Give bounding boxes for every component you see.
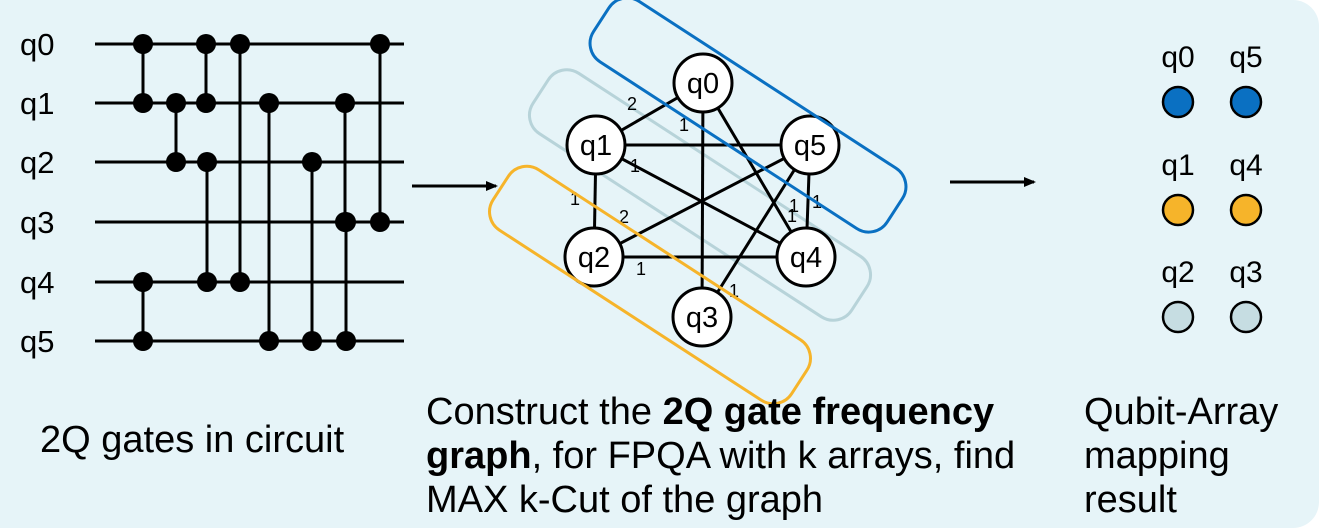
gate-q1-q2 bbox=[166, 93, 186, 172]
mapping-label-q2: q2 bbox=[1161, 256, 1194, 289]
qubit-label-q0: q0 bbox=[20, 27, 54, 62]
gate-q3-q5 bbox=[336, 212, 356, 351]
mapping-row-3: q2 q3 bbox=[1161, 256, 1263, 334]
array-orange-region bbox=[488, 164, 812, 406]
circuit-caption: 2Q gates in circuit bbox=[40, 419, 345, 461]
qubit-label-q2: q2 bbox=[20, 145, 54, 180]
mapping-dot-q4 bbox=[1229, 193, 1263, 227]
graph-caption-bold: 2Q gate frequency graph bbox=[426, 391, 995, 477]
gate-q2-q5 bbox=[302, 152, 322, 351]
graph-node-q5: q5 bbox=[779, 114, 841, 176]
mapping-row-2: q1 q4 bbox=[1161, 149, 1263, 227]
graph-node-q3: q3 bbox=[671, 286, 733, 348]
graph-node-q2: q2 bbox=[563, 226, 625, 288]
array-blue-region bbox=[588, 0, 908, 234]
array-light-region bbox=[527, 68, 873, 322]
graph-node-label-q4: q4 bbox=[790, 242, 822, 274]
edge-weight: 2 bbox=[627, 94, 637, 114]
mapping-dot-q3 bbox=[1229, 300, 1263, 334]
graph-node-label-q2: q2 bbox=[578, 242, 610, 274]
edge-weight: 1 bbox=[679, 115, 689, 135]
edge-weight: 1 bbox=[729, 281, 739, 301]
edge-weight: 1 bbox=[630, 156, 640, 176]
graph-caption-part2: , for FPQA with k arrays, find MAX k-Cut… bbox=[426, 435, 1016, 521]
gate-q0-q3 bbox=[370, 34, 390, 232]
graph-caption-part1: Construct the bbox=[426, 391, 663, 433]
gate-q1-q5 bbox=[259, 93, 279, 351]
gate-q4-q5 bbox=[133, 272, 153, 351]
edge-q0-q4 bbox=[701, 82, 808, 258]
mapping-dot-q1 bbox=[1161, 193, 1195, 227]
mapping-label-q4: q4 bbox=[1229, 149, 1262, 182]
qubit-label-q4: q4 bbox=[20, 265, 54, 300]
edge-q2-q5 bbox=[593, 143, 811, 259]
mapping-label-q0: q0 bbox=[1161, 41, 1194, 74]
edge-weight: 1 bbox=[570, 189, 580, 209]
mapping-label-q3: q3 bbox=[1229, 256, 1262, 289]
edge-weight: 2 bbox=[619, 207, 629, 227]
qubit-label-q5: q5 bbox=[20, 324, 54, 359]
qubit-label-q3: q3 bbox=[20, 205, 54, 240]
graph-node-q0: q0 bbox=[672, 52, 734, 114]
edge-weight: 1 bbox=[787, 206, 797, 226]
graph-node-label-q0: q0 bbox=[687, 68, 719, 100]
graph-node-q1: q1 bbox=[565, 114, 627, 176]
circuit-diagram: q0 q1 q2 q3 q4 q5 bbox=[20, 27, 404, 359]
mapping-label-q5: q5 bbox=[1229, 41, 1262, 74]
mapping-result: q0 q5 q1 q4 q2 q3 bbox=[1161, 41, 1263, 334]
edge-weight: 1 bbox=[636, 259, 646, 279]
gate-q0-q4 bbox=[230, 34, 250, 292]
edge-weight: 1 bbox=[789, 196, 799, 216]
mapping-dot-q2 bbox=[1161, 300, 1195, 334]
gate-q2-q4 bbox=[197, 152, 217, 292]
qubit-label-q1: q1 bbox=[20, 86, 54, 121]
graph-node-q4: q4 bbox=[775, 226, 837, 288]
mapping-dot-q0 bbox=[1161, 85, 1195, 119]
mapping-caption: Qubit-Array mapping result bbox=[1084, 391, 1279, 521]
graph-node-label-q1: q1 bbox=[580, 130, 612, 162]
gate-q0-q1 bbox=[133, 34, 153, 113]
graph-node-label-q3: q3 bbox=[686, 302, 718, 334]
mapping-dot-q5 bbox=[1229, 85, 1263, 119]
gate-q0-q1 bbox=[196, 34, 216, 113]
mapping-row-1: q0 q5 bbox=[1161, 41, 1263, 119]
mapping-label-q1: q1 bbox=[1161, 149, 1194, 182]
graph-caption: Construct the 2Q gate frequency graph, f… bbox=[426, 390, 1066, 522]
graph-node-label-q5: q5 bbox=[794, 130, 826, 162]
